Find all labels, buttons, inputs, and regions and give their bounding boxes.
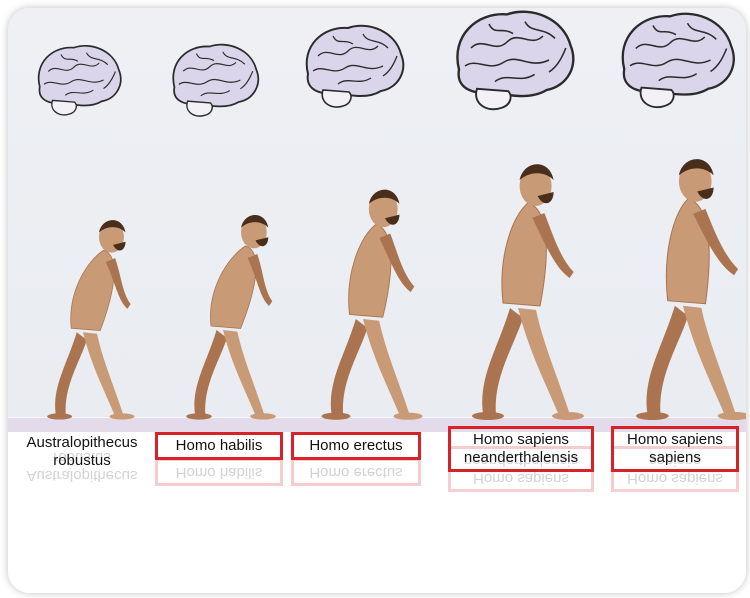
species-label-line: neanderthalensis (453, 451, 589, 469)
brain-icon (623, 14, 734, 107)
reflection-fade (8, 486, 746, 593)
brain-icon (39, 46, 121, 115)
reflected-species-label-homo-habilis: Homo habilis (155, 458, 283, 486)
species-label-line: Homo erectus (296, 463, 416, 481)
species-label-line: Homo sapiens (616, 469, 734, 487)
species-label-line: sapiens (616, 451, 734, 469)
species-label-line: Australopithecus (12, 466, 152, 484)
species-label-line: robustus (12, 448, 152, 466)
species-label-line: Homo habilis (160, 463, 278, 481)
reflected-species-label-homo-erectus: Homo erectus (291, 458, 421, 486)
brain-icon (457, 12, 573, 109)
species-label-line: Homo sapiens (453, 469, 589, 487)
brain-icon (307, 26, 404, 107)
brain-icon (173, 45, 258, 116)
